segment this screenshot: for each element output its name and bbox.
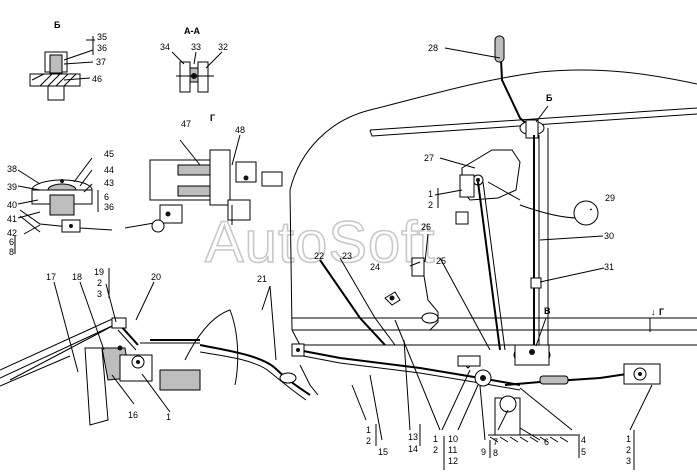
section-marker-v: В [544,306,551,316]
callout-1-upper: 1 [428,189,433,199]
callout-10: 10 [448,434,458,444]
callout-17: 17 [46,272,56,282]
callout-11: 11 [448,445,457,455]
callout-5: 5 [581,447,586,457]
callout-18: 18 [72,272,82,282]
callout-9: 9 [481,447,486,457]
cab-outline [289,69,697,346]
callout-1-b3: 1 [626,434,631,444]
callout-labels: Б 35 36 37 46 А-А 34 33 32 47 Г 48 45 44… [7,20,664,466]
section-label-aa: А-А [184,26,200,36]
callout-3-left: 3 [97,289,102,299]
callout-40: 40 [7,200,17,210]
callout-30: 30 [604,231,614,241]
callout-24: 24 [370,262,380,272]
callout-8: 8 [493,448,498,458]
callout-2-b1: 2 [366,436,371,446]
section-label-g-view: Г [210,113,215,123]
callout-7: 7 [493,437,498,447]
callout-36-left: 36 [104,202,114,212]
callout-6-stack: 6 [9,237,14,247]
detail-aa [171,51,223,93]
callout-21: 21 [257,274,267,284]
callout-29: 29 [605,193,615,203]
callout-45: 45 [104,149,114,159]
callout-12: 12 [448,456,458,466]
callout-46: 46 [92,74,102,84]
callout-34: 34 [160,42,170,52]
callout-4: 4 [581,435,586,445]
detail-g [124,134,283,233]
callout-13: 13 [408,432,418,442]
callout-38: 38 [7,164,17,174]
pedal-mechanism [0,309,239,426]
callout-31: 31 [604,262,614,272]
callout-47: 47 [181,119,191,129]
callout-35: 35 [97,32,107,42]
callout-43: 43 [104,178,114,188]
callout-1-b2: 1 [433,434,438,444]
callout-16: 16 [128,410,138,420]
callout-2-upper: 2 [428,200,433,210]
section-label-b: Б [54,20,61,30]
callout-20: 20 [151,272,161,282]
shift-rods [199,257,661,443]
callout-22: 22 [314,251,324,261]
callout-28: 28 [428,43,438,53]
callout-23: 23 [342,251,352,261]
callout-26: 26 [421,222,431,232]
detail-b [29,36,95,101]
callout-1-b1: 1 [366,425,371,435]
callout-15: 15 [378,447,388,457]
callout-2-b3: 2 [626,445,631,455]
callout-39: 39 [7,182,17,192]
callout-14: 14 [408,444,418,454]
gear-lever-assembly [384,35,599,351]
callout-37: 37 [96,57,106,67]
callout-48: 48 [235,125,245,135]
callout-6-left: 6 [104,192,109,202]
callout-42: 42 [7,228,17,238]
callout-33: 33 [191,42,201,52]
callout-1-left: 1 [166,412,171,422]
callout-32: 32 [218,42,228,52]
callout-6: 6 [544,437,549,447]
callout-41: 41 [7,214,17,224]
callout-25: 25 [436,256,446,266]
callout-44: 44 [104,165,114,175]
callout-2-left: 2 [97,278,102,288]
callout-2-b2: 2 [433,445,438,455]
callout-3-b3: 3 [626,456,631,466]
detail-left-joint [17,157,113,235]
section-marker-b: Б [546,93,553,103]
section-arrow-g-glyph: ↓ [651,307,656,317]
leader-lines [14,47,653,470]
callout-36: 36 [97,43,107,53]
callout-19: 19 [94,267,104,277]
callout-27: 27 [424,153,434,163]
section-arrow-g: Г [659,307,664,317]
callout-8-stack: 8 [9,247,14,257]
